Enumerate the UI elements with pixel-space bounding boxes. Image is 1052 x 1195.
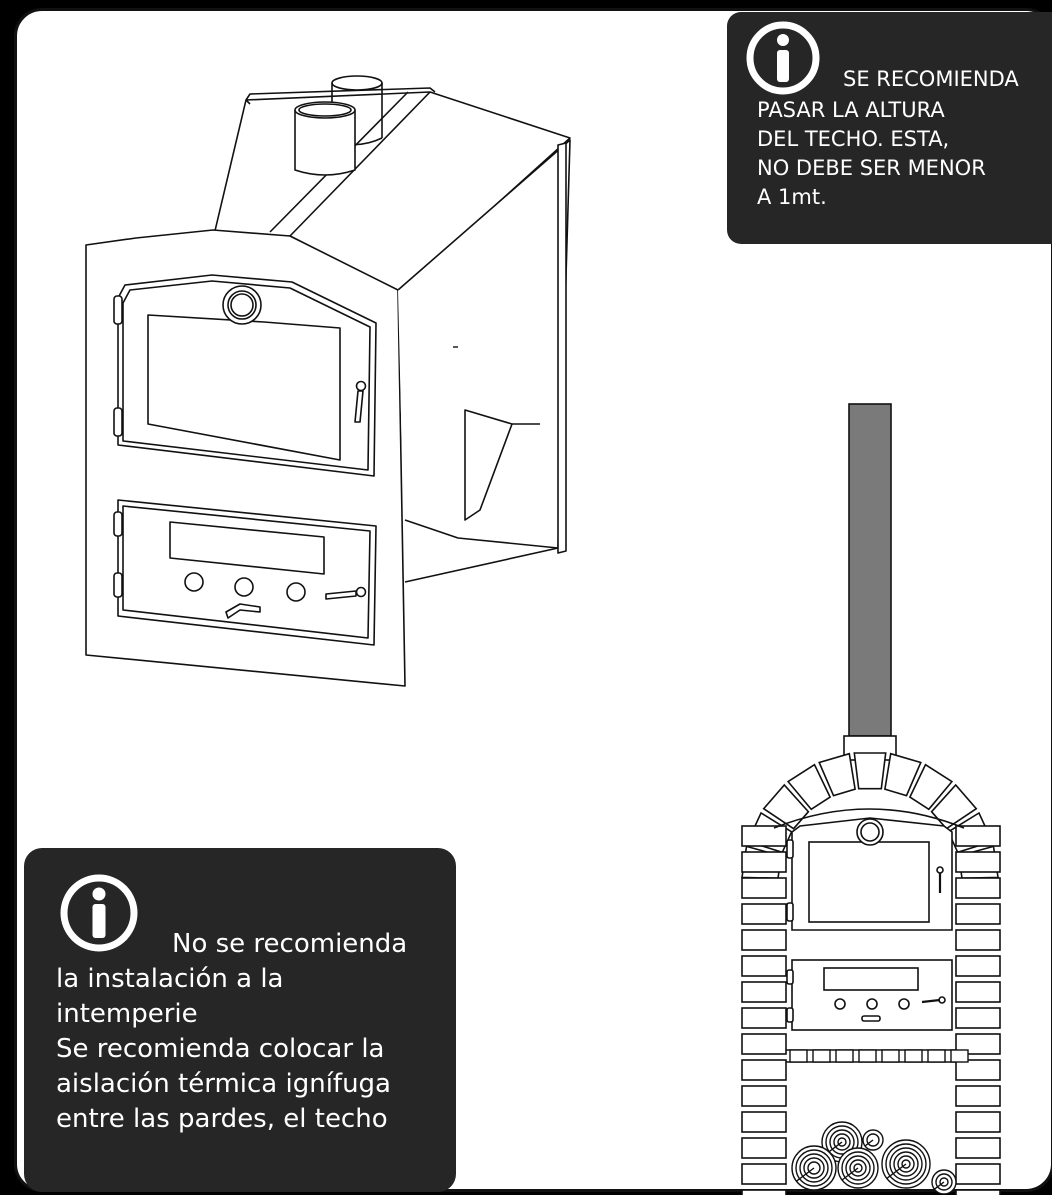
note-line: NO DEBE SER MENOR xyxy=(757,156,986,180)
wall-brick xyxy=(741,851,787,873)
note-line: Se recomienda colocar la xyxy=(56,1034,385,1064)
lintel-brick xyxy=(812,1049,831,1063)
lintel-brick xyxy=(881,1049,900,1063)
wall-brick xyxy=(955,1137,1001,1159)
wall-brick xyxy=(741,929,787,951)
note-line: aislación térmica ignífuga xyxy=(56,1069,391,1099)
info-icon xyxy=(60,874,138,952)
wall-brick xyxy=(955,955,1001,977)
log-crack xyxy=(795,1167,815,1182)
lintel-brick xyxy=(835,1049,854,1063)
wall-brick xyxy=(741,1189,787,1195)
note-line: SE RECOMIENDA xyxy=(843,67,1019,91)
wall-brick xyxy=(955,929,1001,951)
chimney-pipe xyxy=(848,403,892,737)
arch-brick xyxy=(930,783,978,830)
log-crack xyxy=(864,1139,874,1147)
wall-brick xyxy=(955,981,1001,1003)
wall-brick xyxy=(955,851,1001,873)
lintel-brick xyxy=(858,1049,877,1063)
log-crack xyxy=(841,1167,859,1181)
wall-brick xyxy=(741,1137,787,1159)
wall-brick xyxy=(955,903,1001,925)
note-line: la instalación a la xyxy=(56,964,284,994)
wall-brick xyxy=(741,877,787,899)
arch-brick xyxy=(818,752,857,797)
note-line: PASAR LA ALTURA xyxy=(757,98,945,122)
wall-brick xyxy=(741,1163,787,1185)
wall-brick xyxy=(741,825,787,847)
wall-brick xyxy=(955,1033,1001,1055)
wall-brick xyxy=(741,1007,787,1029)
wall-brick xyxy=(955,1111,1001,1133)
arch-brick xyxy=(908,763,954,811)
lintel-brick xyxy=(950,1049,969,1063)
note-line: No se recomienda xyxy=(172,929,408,959)
log-crack xyxy=(933,1181,945,1190)
wall-brick xyxy=(741,1085,787,1107)
outdoor-installation-note: No se recomienda la instalación a la int… xyxy=(24,848,456,1192)
wall-brick xyxy=(741,981,787,1003)
lintel-brick xyxy=(789,1049,808,1063)
note-line: entre las pardes, el techo xyxy=(56,1104,388,1134)
wall-brick xyxy=(955,1059,1001,1081)
wall-brick xyxy=(741,903,787,925)
ceiling-height-note: SE RECOMIENDA PASAR LA ALTURA DEL TECHO.… xyxy=(727,12,1052,244)
wall-brick xyxy=(955,1085,1001,1107)
note-line: intemperie xyxy=(56,999,198,1029)
log-crack xyxy=(886,1163,907,1179)
wall-brick xyxy=(741,1033,787,1055)
wall-brick xyxy=(741,1111,787,1133)
arch-brick xyxy=(786,763,832,811)
wall-brick xyxy=(955,825,1001,847)
note-line: A 1mt. xyxy=(757,185,827,209)
wall-brick xyxy=(955,877,1001,899)
brick-wall xyxy=(741,752,1001,1195)
note-line: DEL TECHO. ESTA, xyxy=(757,127,950,151)
lintel-brick xyxy=(927,1049,946,1063)
wall-brick xyxy=(955,1007,1001,1029)
firewood-logs xyxy=(791,1121,957,1195)
wall-brick xyxy=(741,1059,787,1081)
info-icon xyxy=(746,21,820,95)
lintel-brick xyxy=(904,1049,923,1063)
wall-brick xyxy=(955,1163,1001,1185)
arch-brick xyxy=(883,752,922,797)
arch-brick xyxy=(853,752,887,790)
wall-brick xyxy=(741,955,787,977)
wall-brick xyxy=(955,1189,1001,1195)
